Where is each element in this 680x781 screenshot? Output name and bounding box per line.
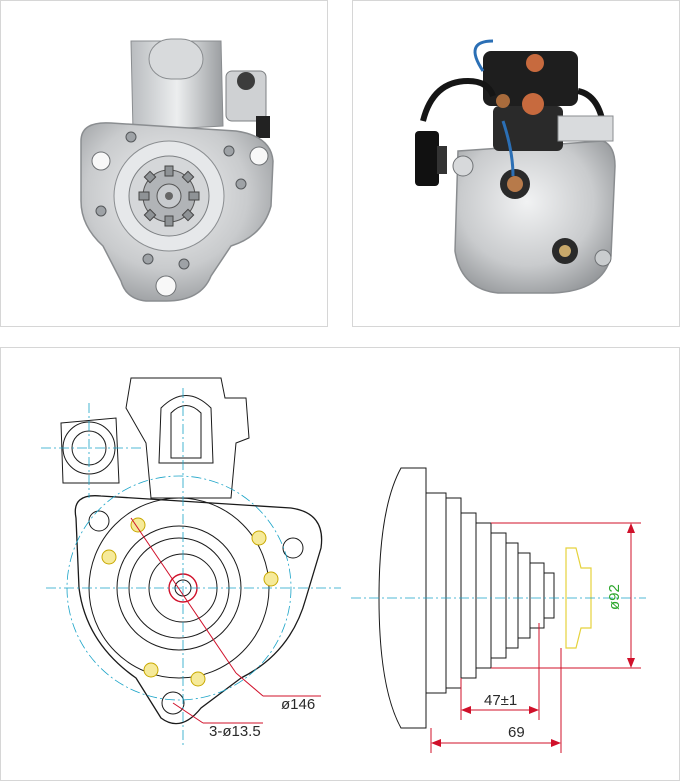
front-dimension-leaders xyxy=(130,517,321,724)
front-view xyxy=(60,377,323,725)
starter-rear-photo xyxy=(415,39,616,294)
dim-pilot: ø92 xyxy=(606,584,623,610)
technical-drawing-panel: ø146 3-ø13.5 ø92 xyxy=(0,347,680,781)
photo-rear-panel xyxy=(352,0,680,327)
dim-bolt-circle: ø146 xyxy=(281,696,315,713)
dim-flange-offset: 47±1 xyxy=(484,692,517,709)
technical-drawing: ø146 3-ø13.5 ø92 xyxy=(41,377,646,753)
pilot-dimension xyxy=(491,522,641,669)
offset-dimension xyxy=(430,623,562,753)
side-pinion-outline xyxy=(565,547,592,649)
bolt-highlights xyxy=(101,517,279,687)
offset-dimension-arrows xyxy=(431,706,561,747)
photo-front-panel xyxy=(0,0,328,327)
dim-total-length: 69 xyxy=(508,724,525,741)
front-centerlines xyxy=(41,388,341,748)
dim-holes: 3-ø13.5 xyxy=(209,723,261,740)
side-view xyxy=(378,467,555,729)
starter-front-photo xyxy=(80,38,274,302)
